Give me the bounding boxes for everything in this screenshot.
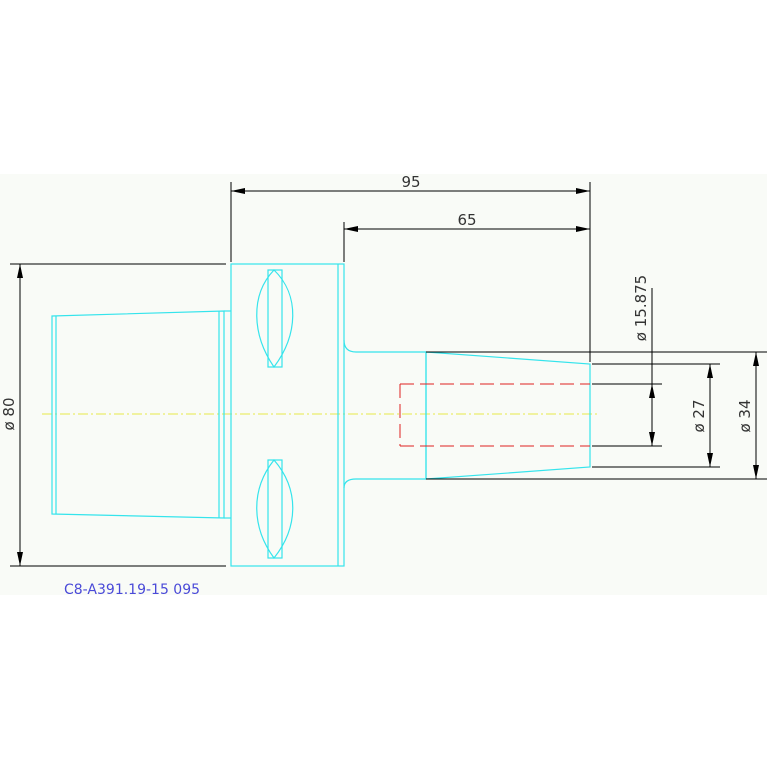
part-number: C8-A391.19-15 095 bbox=[64, 582, 200, 598]
dim-dia27-label: ø 27 bbox=[690, 399, 708, 432]
drive-slot-upper bbox=[256, 269, 294, 369]
dim-dia80-label: ø 80 bbox=[0, 397, 18, 430]
flange bbox=[230, 263, 345, 567]
dimension-arrows bbox=[17, 188, 759, 566]
tapered-nose bbox=[425, 351, 591, 480]
neck bbox=[343, 339, 426, 489]
dim-65-label: 65 bbox=[457, 211, 476, 229]
dim-dia15875-label: ø 15.875 bbox=[632, 275, 650, 341]
part-outline bbox=[51, 263, 591, 567]
hidden-bore bbox=[399, 383, 590, 447]
dim-dia34-label: ø 34 bbox=[736, 399, 754, 432]
dim-95-label: 95 bbox=[401, 173, 420, 191]
drive-slot-lower bbox=[256, 459, 294, 559]
dimension-lines bbox=[10, 182, 767, 567]
